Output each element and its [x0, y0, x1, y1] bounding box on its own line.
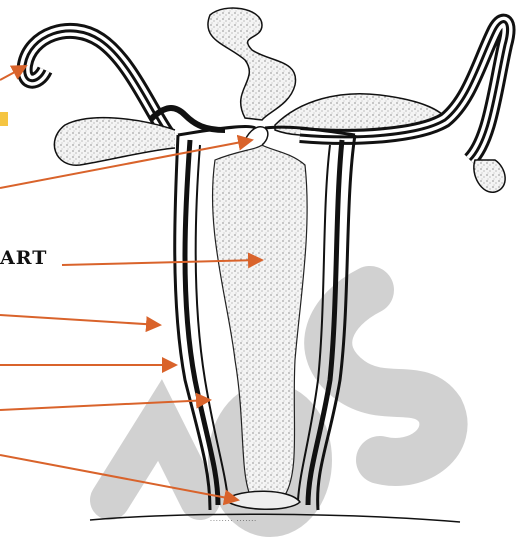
- arrow-icon: [0, 400, 210, 410]
- right-tentacle-tip: [474, 160, 505, 192]
- hypostome: [245, 127, 268, 145]
- right-tentacle: [300, 22, 508, 160]
- arrow-icon: [0, 315, 160, 325]
- highlight-marker: [0, 112, 8, 126]
- label-partial: ART: [0, 247, 47, 269]
- bottom-caption: ........ .......: [210, 516, 257, 523]
- top-tentacle: [208, 8, 296, 120]
